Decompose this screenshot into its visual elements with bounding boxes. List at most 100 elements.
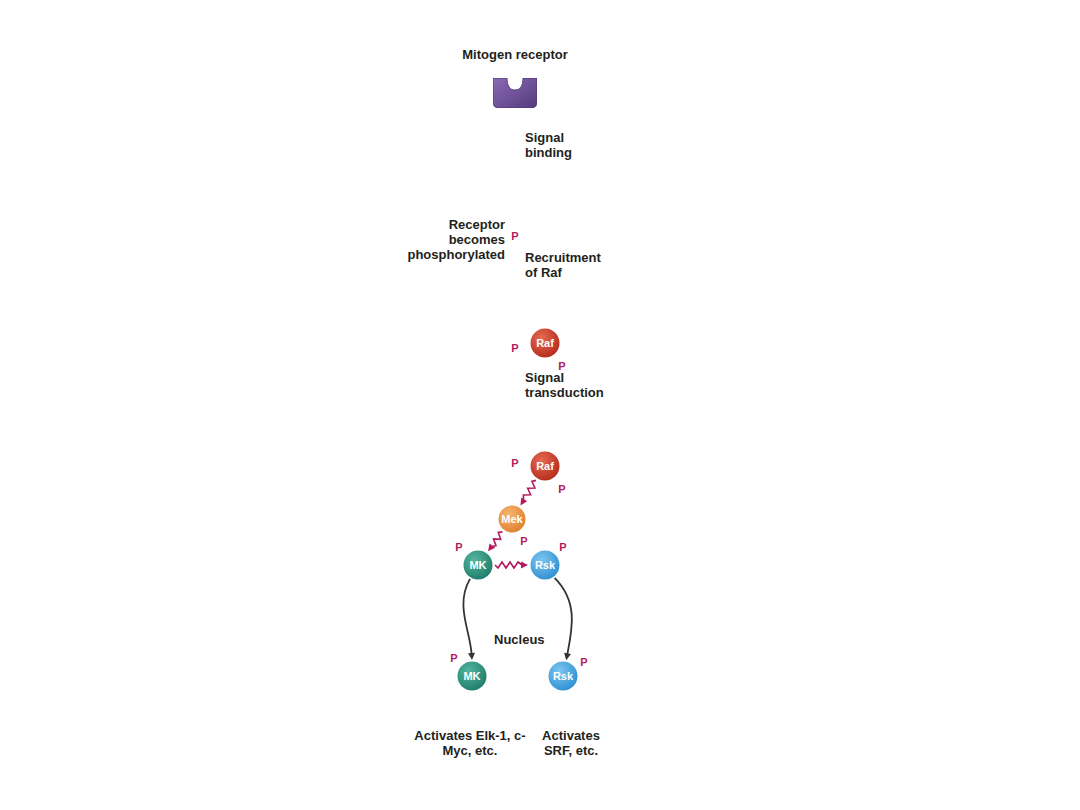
illustration-part (514, 374, 516, 389)
step-label: Activates Elk-1, c-Myc, etc. (414, 728, 526, 758)
circle-fill (549, 662, 578, 691)
phosphate-mark: P (580, 656, 587, 668)
step-label: Receptor becomes phosphorylated (395, 217, 505, 262)
arrowhead (488, 544, 495, 552)
illustration-part (514, 336, 516, 341)
step-label: Signal transduction (525, 370, 620, 400)
illustration-part (556, 551, 559, 554)
phosphate-mark: P (455, 541, 462, 553)
protein-circle: Rsk (548, 661, 578, 691)
illustration-part (514, 451, 516, 456)
illustration-part (509, 400, 521, 412)
circle-fill (531, 329, 560, 358)
illustration-part (514, 250, 516, 270)
protein-name: Rsk (553, 670, 573, 682)
activation-squiggle (560, 693, 566, 716)
phosphorylation-arrow (488, 532, 502, 551)
illustration-part (510, 388, 520, 396)
activation-squiggle (469, 693, 566, 722)
arrowhead (469, 715, 475, 722)
arrowhead (468, 653, 475, 660)
receptor-node: Mitogen receptor (440, 44, 590, 110)
connector-line (463, 579, 471, 654)
protein-name: Mek (501, 513, 522, 525)
phosphate-mark: P (511, 342, 518, 354)
connector-line (523, 480, 536, 500)
nuclear-envelope (391, 619, 692, 778)
receptor-shape (493, 78, 537, 108)
arrowhead (560, 715, 566, 722)
illustration-part (397, 423, 658, 437)
circle-fill (531, 551, 560, 580)
connector-line (495, 562, 522, 568)
membrane-shadow (397, 98, 658, 471)
step-label: Recruitment of Raf (525, 250, 615, 280)
protein-circle: Raf (530, 328, 560, 358)
illustration-part (493, 284, 537, 336)
signal-ligand (509, 173, 521, 412)
nuclear-envelope (480, 619, 557, 632)
receptor-shape (493, 78, 537, 108)
phosphate-mark: P (520, 535, 527, 547)
illustration-part (458, 662, 461, 665)
phosphate-tick (458, 224, 579, 665)
illustration-part (397, 322, 658, 356)
illustration-part (464, 552, 467, 554)
phosphate-mark: P (511, 457, 518, 469)
activation-squiggle (469, 693, 475, 716)
arrowhead (521, 498, 528, 506)
illustration-part (574, 664, 579, 665)
circle-fill (458, 662, 487, 691)
phosphate-mark: P (559, 541, 566, 553)
nucleus-region: NucleusMK Rsk (399, 618, 683, 768)
protein-circle: Raf (530, 451, 560, 481)
phosphorylation-arrow (521, 480, 537, 505)
circle-fill (499, 506, 526, 533)
protein-name: Rsk (535, 559, 555, 571)
illustration-part (554, 478, 557, 482)
illustration-part (554, 355, 557, 359)
nuclear-envelope (593, 628, 688, 733)
arrowhead (521, 562, 528, 569)
circle-fill (464, 551, 493, 580)
receptor-shape (493, 172, 537, 451)
node-heading: Mitogen receptor (462, 47, 567, 62)
illustration-part (514, 134, 516, 152)
illustration-part (520, 530, 522, 534)
illustration-part (397, 437, 658, 471)
protein-circle: MK (463, 550, 493, 580)
illustration-part (397, 210, 658, 244)
illustration-part (514, 224, 516, 229)
connector-line (492, 532, 503, 547)
arrowhead (564, 653, 571, 661)
phosphate-mark: P (511, 230, 518, 242)
phosphate-mark: P (558, 483, 565, 495)
step-label: Activates SRF, etc. (534, 728, 608, 758)
translocation-arrow (555, 578, 572, 661)
protein-circle: Mek (498, 505, 526, 533)
illustration-part (510, 151, 520, 159)
protein-name: MK (469, 559, 486, 571)
nucleus-fill (401, 630, 681, 768)
circle-fill (531, 452, 560, 481)
illustration-part (397, 308, 658, 322)
protein-circle: MK (457, 661, 487, 691)
illustration-part (493, 172, 537, 224)
illustration-part (509, 285, 521, 297)
step-arrow (510, 134, 520, 396)
region-label: Nucleus (494, 632, 545, 647)
illustration-part (493, 399, 537, 451)
phosphate-mark: P (450, 652, 457, 664)
step-label: Signal binding (525, 130, 585, 160)
protein-circle: Rsk (530, 550, 560, 580)
illustration-part (510, 269, 520, 277)
illustration-part (397, 196, 658, 210)
translocation-arrow (463, 579, 475, 660)
illustration-part (509, 173, 521, 185)
phosphorylation-arrow (495, 562, 528, 569)
protein-name: Raf (536, 337, 554, 349)
connector-line (555, 578, 572, 655)
protein-name: Raf (536, 460, 554, 472)
